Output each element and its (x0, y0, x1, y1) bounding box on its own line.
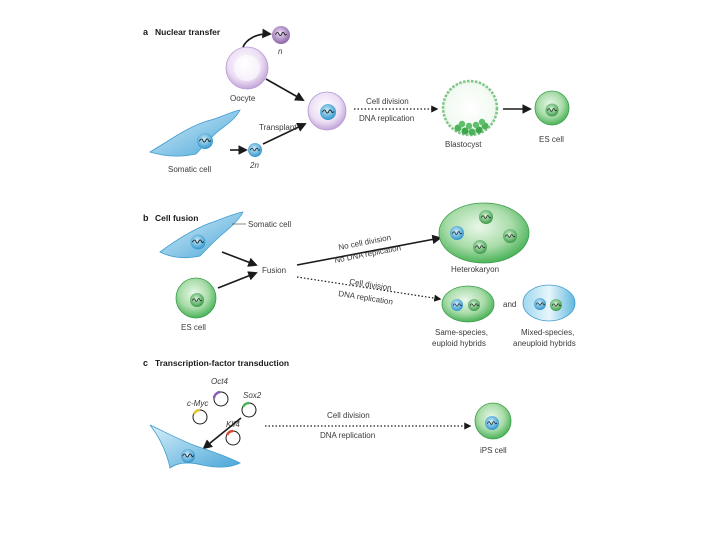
haploid-nucleus (272, 26, 290, 44)
somatic-cell-b-label: Somatic cell (248, 220, 291, 229)
panel-c-title: Transcription-factor transduction (155, 358, 289, 368)
nucleus-to-oocyte-arrow (262, 122, 307, 145)
somatic-cell-a-label: Somatic cell (168, 165, 211, 174)
somatic-cell-a (149, 109, 241, 157)
somatic-to-fusion-arrow (221, 251, 258, 267)
panel-a-letter: a (143, 27, 149, 37)
panel-b-letter: b (143, 213, 149, 223)
and-label: and (503, 300, 516, 309)
dna-replication-a-label: DNA replication (359, 114, 414, 123)
oocyte-to-transplant-arrow (265, 78, 305, 101)
sox2-plasmid (241, 401, 257, 418)
somatic-cell-c (149, 424, 241, 469)
same-species-line2: euploid hybrids (432, 339, 486, 348)
cell-division-a-label: Cell division (366, 97, 409, 106)
somatic-cell-b (159, 211, 244, 259)
panel-c-letter: c (143, 358, 148, 368)
es-cell-b-label: ES cell (181, 323, 206, 332)
reconstructed-oocyte (307, 91, 347, 131)
panel-b-title: Cell fusion (155, 213, 198, 223)
cell-division-c-label: Cell division (327, 411, 370, 420)
same-species-line1: Same-species, (435, 328, 488, 337)
blastocyst (441, 79, 499, 137)
ips-cell (474, 402, 512, 440)
panel-a: a Nuclear transfer n Oocyte Somatic cell (143, 26, 570, 174)
panel-a-title: Nuclear transfer (155, 27, 221, 37)
dna-replication-c-label: DNA replication (320, 431, 375, 440)
oct4-plasmid (212, 390, 229, 407)
panel-b: b Cell fusion Somatic cell ES cell Fusio… (143, 202, 576, 348)
oocyte-label: Oocyte (230, 94, 256, 103)
ips-cell-label: iPS cell (480, 446, 507, 455)
two-n-label: 2n (249, 161, 259, 170)
transduction-arrow (202, 417, 242, 450)
mixed-species-line1: Mixed-species, (521, 328, 574, 337)
enucleation-arrow (242, 28, 272, 48)
n-label: n (278, 47, 283, 56)
heterokaryon-label: Heterokaryon (451, 265, 499, 274)
klf4-plasmid (225, 429, 241, 446)
es-to-fusion-arrow (217, 271, 258, 289)
es-cell-a (534, 90, 570, 126)
oocyte-cell (225, 46, 269, 90)
fusion-label: Fusion (262, 266, 286, 275)
sox2-label: Sox2 (243, 391, 262, 400)
es-cell-b (175, 277, 217, 319)
fusion-to-heterokaryon-arrow (296, 234, 442, 266)
oct4-label: Oct4 (211, 377, 228, 386)
transplant-label: Transplant (259, 123, 297, 132)
heterokaryon (438, 202, 530, 264)
cmyc-label: c-Myc (187, 399, 208, 408)
panel-c: c Transcription-factor transduction Oct4… (143, 358, 512, 469)
mixed-species-line2: aneuploid hybrids (513, 339, 576, 348)
mixed-species-hybrid (522, 284, 576, 322)
diploid-nucleus (248, 143, 262, 157)
blastocyst-label: Blastocyst (445, 140, 482, 149)
es-cell-a-label: ES cell (539, 135, 564, 144)
same-species-hybrid (441, 285, 495, 323)
cmyc-plasmid (192, 408, 208, 425)
cell-division-b-label: Cell division (349, 277, 393, 293)
